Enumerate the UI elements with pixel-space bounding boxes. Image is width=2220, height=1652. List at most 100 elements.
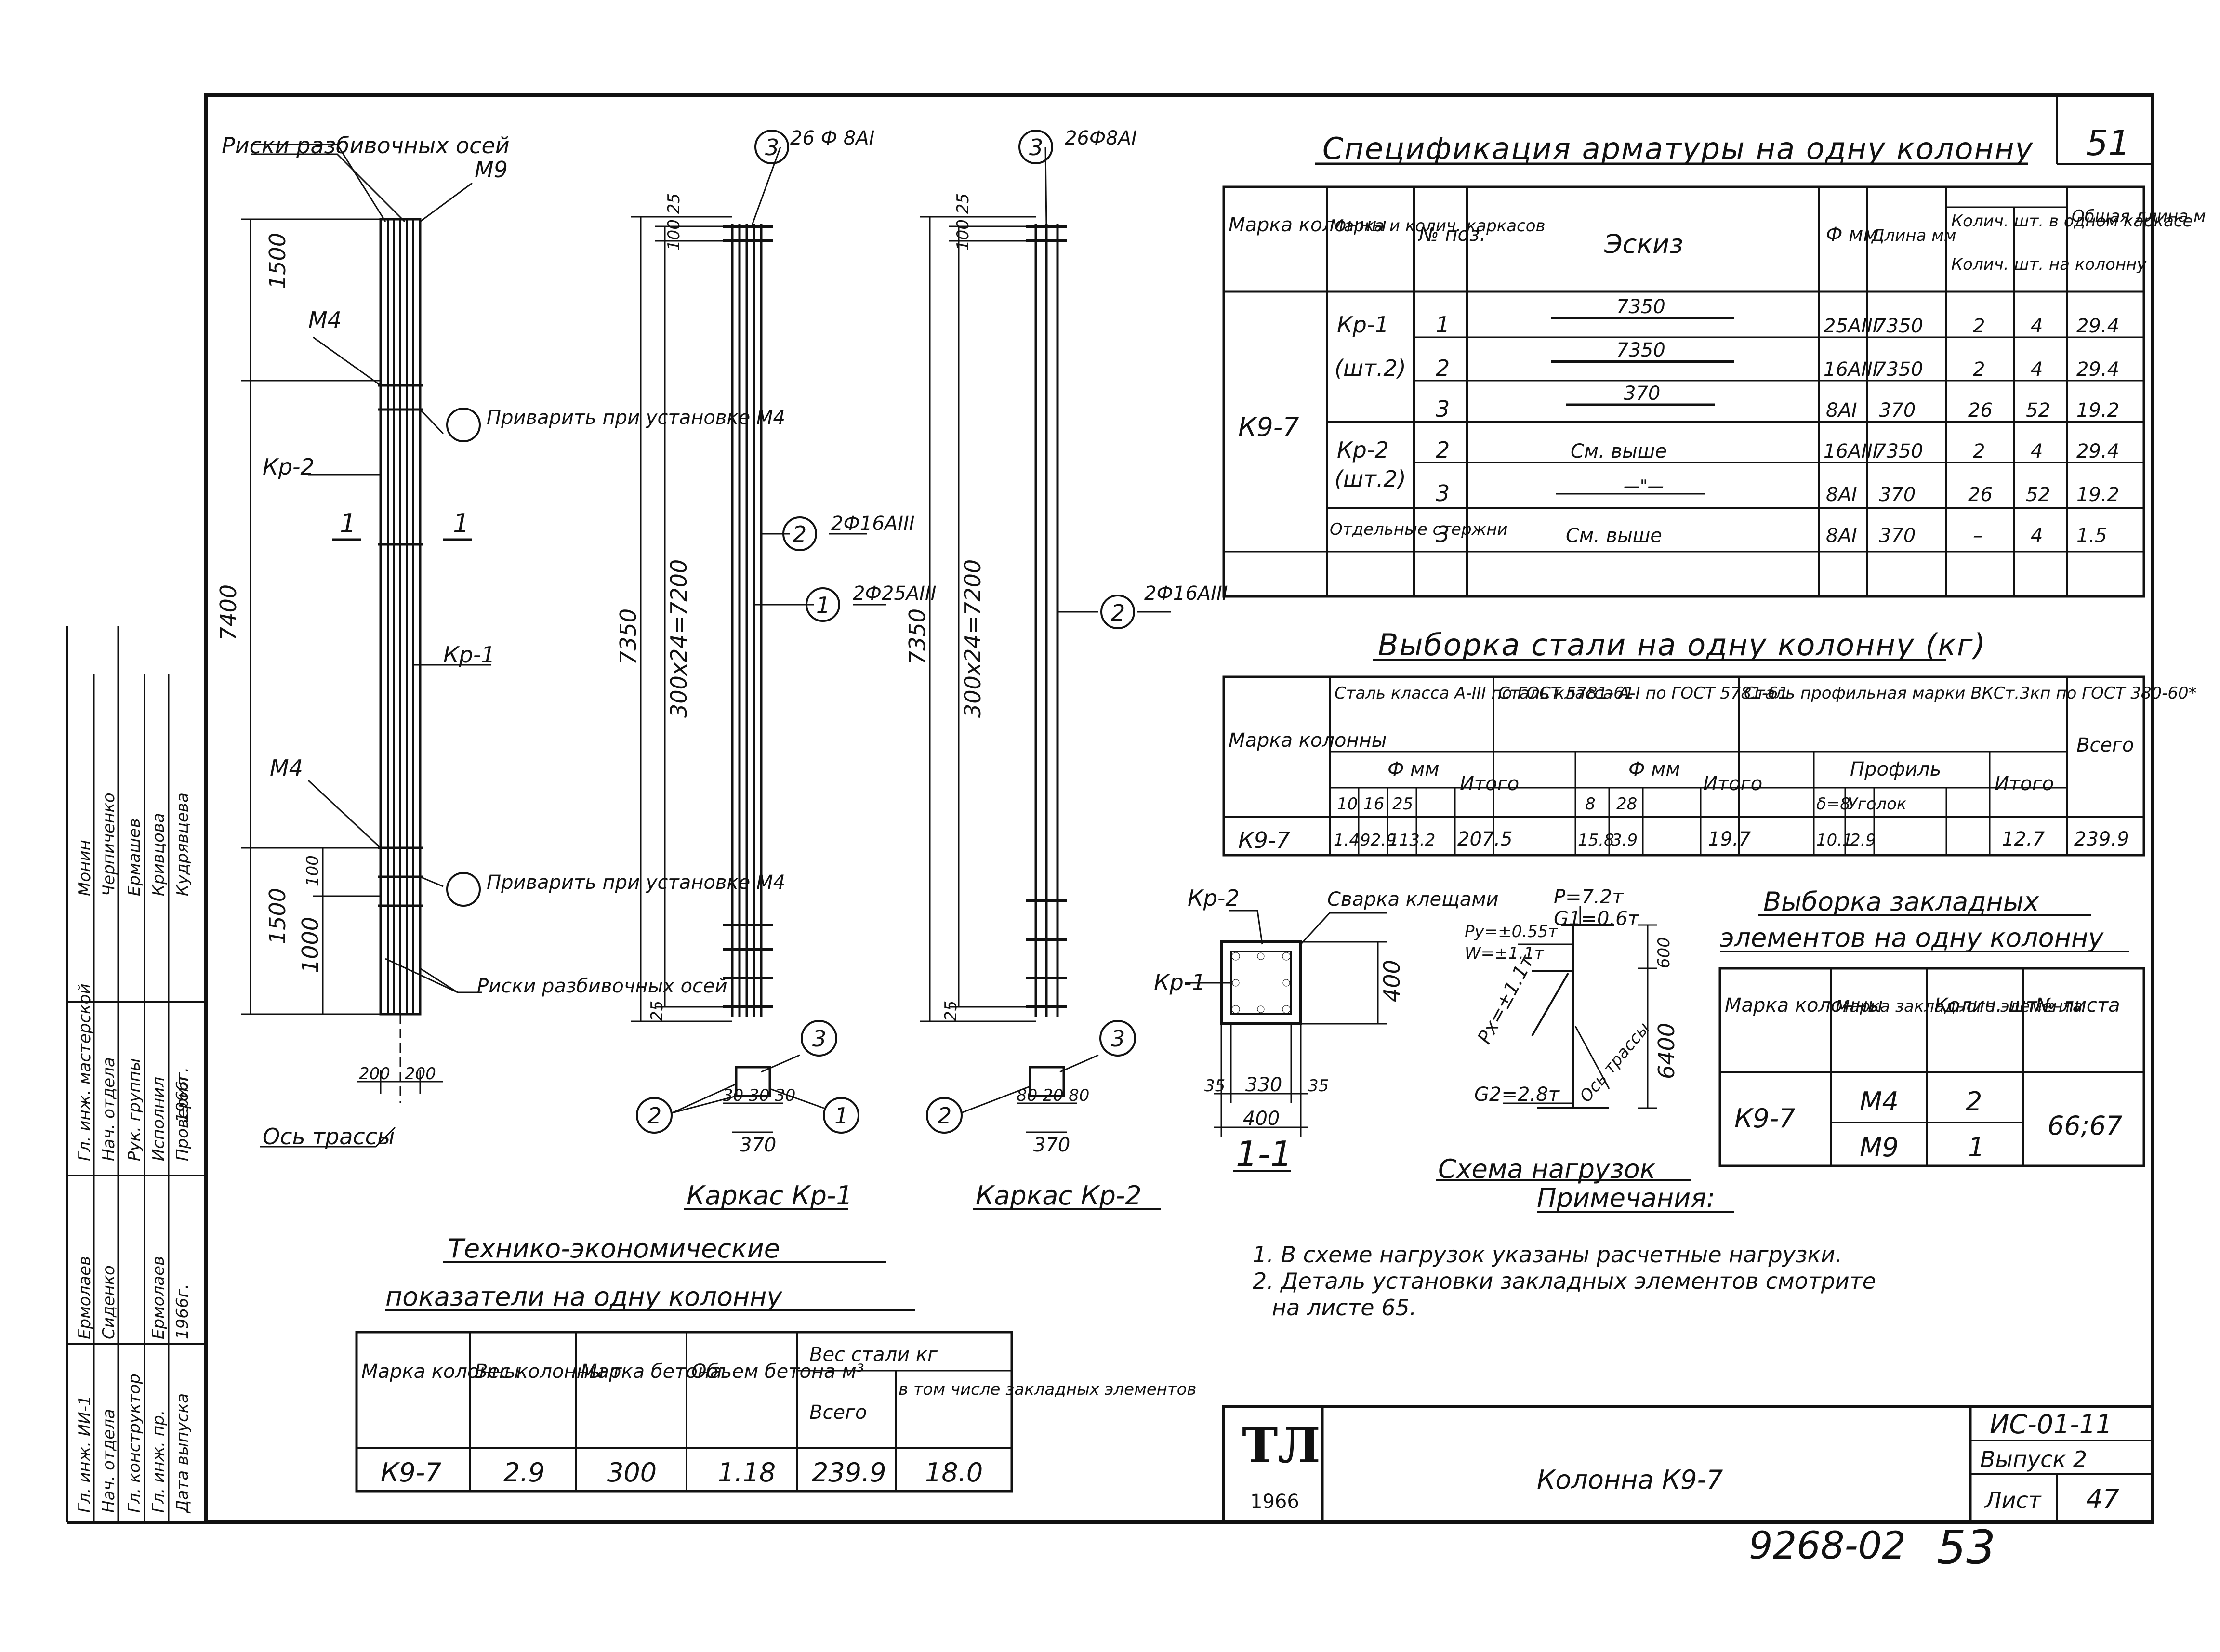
embedded-r1-element: М4 [1860, 1086, 1899, 1117]
note-1: 1. В схеме нагрузок указаны расчетные на… [1253, 1242, 1842, 1268]
spec-h-qty2: Колич. шт. на колонну [1951, 255, 2147, 274]
spec-r3-qty1: 26 [1968, 399, 1993, 422]
frame1-sec-num2: 2 [648, 1103, 661, 1129]
steel-h-itogo-prof: Итого [1995, 773, 2054, 795]
spec-r2-frame: (шт.2) [1335, 355, 1406, 381]
archive-no: 9268-02 [1749, 1524, 1906, 1568]
frame-kr1-drawing [631, 130, 886, 1210]
frame2-sec-num3: 3 [1111, 1026, 1125, 1052]
spec-r2-total: 29.4 [2076, 358, 2119, 381]
spec-h-pos: № поз. [1418, 224, 1486, 246]
spec-r2-sketch: 7350 [1616, 339, 1665, 361]
sheet-title: Колонна К9-7 [1537, 1465, 1723, 1495]
load-px: Px=±1.1т [1473, 951, 1539, 1047]
steel-d-a3-10: 10 [1337, 794, 1358, 814]
frame1-sec-num1: 1 [834, 1103, 848, 1129]
steel-h-dia-a3: Ф мм [1388, 758, 1440, 780]
steel-row-a3-16: 92.9 [1360, 831, 1397, 850]
dim-total: 7400 [215, 584, 241, 641]
spec-r6-dia: 8АI [1826, 525, 1857, 547]
side-extra-5: Дата выпуска [173, 1393, 192, 1514]
spec-r3-qty2: 52 [2026, 399, 2050, 422]
doc-code: ИС-01-11 [1990, 1409, 2113, 1440]
load-g2: G2=2.8т [1474, 1084, 1560, 1106]
side-name-2: Черпиченко [99, 793, 119, 896]
steel-row-a1-28: 3.9 [1612, 831, 1638, 850]
steel-table-grid [1222, 659, 2145, 857]
steel-h-mark: Марка колонны [1229, 729, 1387, 752]
spec-r5-pos: 3 [1436, 480, 1450, 506]
frame1-pos3-num: 3 [765, 134, 779, 160]
tech-h-concrete: Марка бетона [581, 1361, 722, 1383]
spec-table-title: Спецификация арматуры на одну колонну [1322, 131, 2034, 166]
frame2-sec-num2: 2 [938, 1103, 951, 1129]
spec-h-mark: Марка колонны [1229, 214, 1387, 236]
spec-r6-total: 1.5 [2076, 525, 2107, 547]
spec-h-dia: Ф мм [1826, 224, 1878, 246]
weld-note-top: Приварить при установке М4 [487, 407, 785, 429]
frame1-dim-top: 100 25 [664, 193, 684, 251]
steel-d-a3-16: 16 [1363, 794, 1384, 814]
spec-r4-len: 7350 [1874, 440, 1923, 463]
m4-top-label: М4 [308, 307, 342, 333]
side-role-4: Исполнил [149, 1077, 168, 1161]
spec-r5-sketch: —"— [1624, 476, 1664, 496]
load-dim-600: 600 [1654, 937, 1674, 968]
section-title: 1-1 [1236, 1134, 1293, 1174]
section-mark-right: 1 [453, 508, 469, 539]
side-extra-name-2: Сиденко [99, 1265, 119, 1339]
steel-h-itogo-a3: Итого [1460, 773, 1519, 795]
column-elevation [241, 144, 491, 1148]
spec-r3-len: 370 [1879, 399, 1916, 422]
weld-note-bottom: Приварить при установке М4 [487, 872, 785, 894]
frame1-sec-dims: 30 30 30 [723, 1086, 795, 1105]
spec-r5-dia: 8АI [1826, 484, 1857, 506]
steel-h-a3: Сталь класса А-III по ГОСТ 5781-61 [1335, 684, 1634, 703]
embedded-table-grid [1718, 914, 2145, 1167]
spec-r1-total: 29.4 [2076, 315, 2119, 337]
spec-h-total: Общая длина м [2072, 207, 2206, 226]
side-extra-3: Гл. конструктор [125, 1374, 144, 1513]
spec-r1-sketch: 7350 [1616, 296, 1665, 318]
frame2-dim-top: 100 25 [953, 193, 973, 251]
spec-column-mark: К9-7 [1238, 412, 1299, 442]
side-stamp-grid [66, 626, 206, 1522]
load-scheme-drawing [1436, 906, 1691, 1181]
spec-r1-dia: 25АIII [1824, 315, 1878, 337]
embedded-mark: К9-7 [1734, 1103, 1796, 1134]
spec-r6-qty1: – [1973, 525, 1982, 547]
side-extra-name-3: Ермолаев [149, 1256, 168, 1339]
side-role-5: Проверил [173, 1077, 192, 1161]
steel-d-prof-angle: Уголок [1848, 794, 1907, 814]
embedded-sheets: 66;67 [2048, 1110, 2123, 1141]
tech-title-2: показатели на одну колонну [385, 1282, 782, 1312]
spec-r6-frame: Отдельные стержни [1330, 520, 1508, 539]
frame2-sec-width: 370 [1033, 1134, 1070, 1156]
tech-h-volume: Объем бетона м³ [691, 1361, 864, 1383]
notes-title: Примечания: [1537, 1183, 1715, 1213]
frame1-pos2-spec: 2Ф16АIII [831, 513, 915, 535]
tech-title-1: Технико-экономические [448, 1233, 780, 1264]
spec-h-sketch: Эскиз [1604, 229, 1683, 259]
tech-row-concrete: 300 [607, 1457, 657, 1488]
steel-h-a1: Сталь класса А-I по ГОСТ 5781-61 [1498, 684, 1788, 703]
frame2-sec-dims: 80 20 80 [1017, 1086, 1089, 1105]
spec-r2-dia: 16АIII [1824, 358, 1878, 381]
steel-table-title: Выборка стали на одну колонну (кг) [1378, 627, 1986, 662]
spec-r2-qty2: 4 [2031, 358, 2043, 381]
steel-row-total: 239.9 [2074, 828, 2129, 850]
dim-bottom-left: 200 [359, 1064, 390, 1084]
frame1-sec-width: 370 [740, 1134, 776, 1156]
steel-row-a1-8: 15.8 [1578, 831, 1614, 850]
side-extra-1: Гл. инж. ИИ-1 [75, 1395, 94, 1513]
risk-label-bottom: Риски разбивочных осей [477, 975, 727, 997]
side-role-2: Нач. отдела [99, 1057, 119, 1161]
stamp-year: 1966 [1250, 1491, 1299, 1513]
side-date: 1966г. [173, 1067, 192, 1123]
archive-page: 53 [1937, 1520, 1995, 1574]
spec-h-len: Длина мм [1871, 226, 1956, 245]
spec-r6-qty2: 4 [2031, 525, 2043, 547]
side-role-3: Рук. группы [125, 1058, 144, 1161]
spec-r4-total: 29.4 [2076, 440, 2119, 463]
spec-table-grid [1222, 162, 2145, 598]
